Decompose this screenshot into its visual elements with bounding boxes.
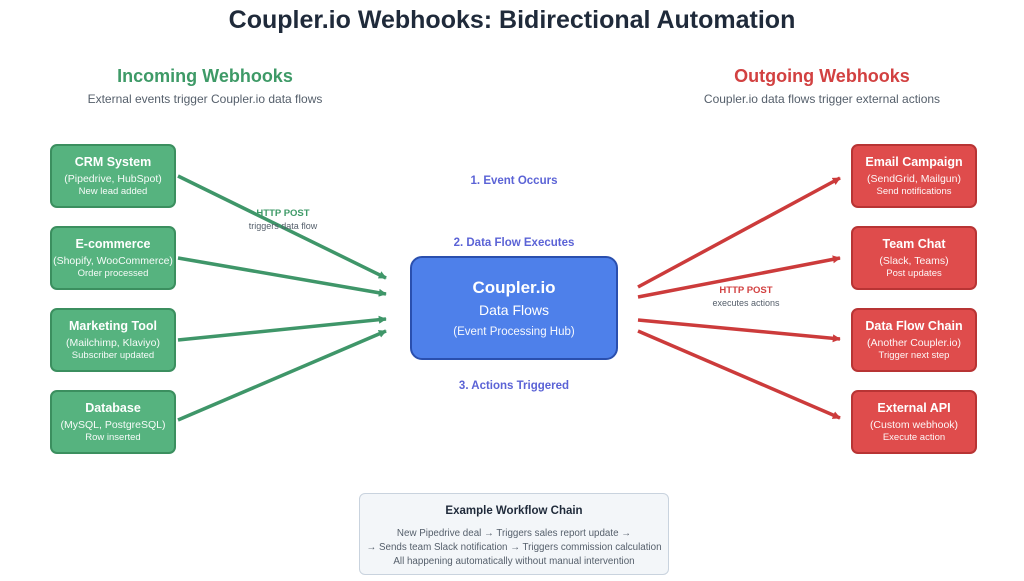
incoming-arrow-label: HTTP POST triggers data flow — [213, 208, 353, 232]
node-title: Team Chat — [882, 236, 946, 251]
node-title: Data Flow Chain — [865, 318, 963, 333]
node-apps: (MySQL, PostgreSQL) — [60, 418, 166, 431]
node-apps: (Pipedrive, HubSpot) — [64, 172, 162, 185]
source-node-database: Database (MySQL, PostgreSQL) Row inserte… — [50, 390, 176, 454]
outgoing-section-title: Outgoing Webhooks — [734, 66, 910, 86]
target-node-api: External API (Custom webhook) Execute ac… — [851, 390, 977, 454]
node-title: Email Campaign — [865, 154, 963, 169]
outgoing-arrow-label: HTTP POST executes actions — [676, 285, 816, 309]
node-title: E-commerce — [75, 236, 151, 251]
step-label-execute: 2. Data Flow Executes — [453, 237, 575, 249]
outgoing-arrow-chain — [637, 318, 841, 343]
node-title: Marketing Tool — [69, 318, 157, 333]
hub-title: Coupler.io — [472, 277, 556, 297]
example-line: All happening automatically without manu… — [393, 556, 635, 567]
source-node-ecommerce: E-commerce (Shopify, WooCommerce) Order … — [50, 226, 176, 290]
node-action: Post updates — [886, 267, 942, 279]
step-label-event: 1. Event Occurs — [470, 175, 558, 187]
node-action: Execute action — [882, 431, 946, 443]
node-action: Send notifications — [876, 185, 952, 197]
node-title: External API — [877, 400, 951, 415]
page-title: Coupler.io Webhooks: Bidirectional Autom… — [228, 6, 796, 34]
node-title: Database — [85, 400, 141, 415]
incoming-section-subtitle: External events trigger Coupler.io data … — [87, 92, 323, 106]
node-title: CRM System — [74, 154, 152, 169]
target-node-email: Email Campaign (SendGrid, Mailgun) Send … — [851, 144, 977, 208]
example-title: Example Workflow Chain — [445, 505, 583, 517]
incoming-arrow-label-sub: triggers data flow — [248, 221, 318, 231]
incoming-arrow-database — [177, 329, 387, 422]
target-node-chain: Data Flow Chain (Another Coupler.io) Tri… — [851, 308, 977, 372]
source-node-marketing: Marketing Tool (Mailchimp, Klaviyo) Subs… — [50, 308, 176, 372]
node-apps: (Mailchimp, Klaviyo) — [66, 336, 160, 349]
incoming-section-title: Incoming Webhooks — [117, 66, 293, 86]
outgoing-arrow-label-main: HTTP POST — [719, 285, 773, 296]
node-apps: (Shopify, WooCommerce) — [53, 254, 173, 267]
coupler-hub: Coupler.io Data Flows (Event Processing … — [410, 256, 618, 360]
node-apps: (Another Coupler.io) — [867, 336, 961, 349]
node-action: Trigger next step — [878, 349, 950, 361]
example-workflow-box: Example Workflow Chain New Pipedrive dea… — [359, 493, 669, 575]
hub-note: (Event Processing Hub) — [453, 325, 575, 338]
incoming-arrow-marketing — [177, 315, 387, 342]
node-event: New lead added — [78, 185, 148, 197]
example-line: → Sends team Slack notification → Trigge… — [366, 542, 662, 553]
node-event: Order processed — [77, 267, 149, 279]
example-line: New Pipedrive deal → Triggers sales repo… — [396, 528, 632, 539]
outgoing-section-subtitle: Coupler.io data flows trigger external a… — [703, 92, 941, 106]
target-node-chat: Team Chat (Slack, Teams) Post updates — [851, 226, 977, 290]
step-label-actions: 3. Actions Triggered — [458, 380, 570, 392]
incoming-arrow-ecommerce — [177, 256, 387, 297]
node-apps: (SendGrid, Mailgun) — [867, 172, 961, 185]
source-node-crm: CRM System (Pipedrive, HubSpot) New lead… — [50, 144, 176, 208]
incoming-arrow-label-main: HTTP POST — [256, 208, 310, 219]
hub-subtitle: Data Flows — [478, 301, 550, 318]
outgoing-arrow-label-sub: executes actions — [712, 298, 780, 308]
node-event: Subscriber updated — [71, 349, 155, 361]
outgoing-arrow-email — [637, 176, 841, 289]
outgoing-arrow-api — [637, 329, 841, 420]
node-apps: (Custom webhook) — [869, 418, 959, 431]
node-apps: (Slack, Teams) — [879, 254, 949, 267]
node-event: Row inserted — [85, 431, 141, 443]
